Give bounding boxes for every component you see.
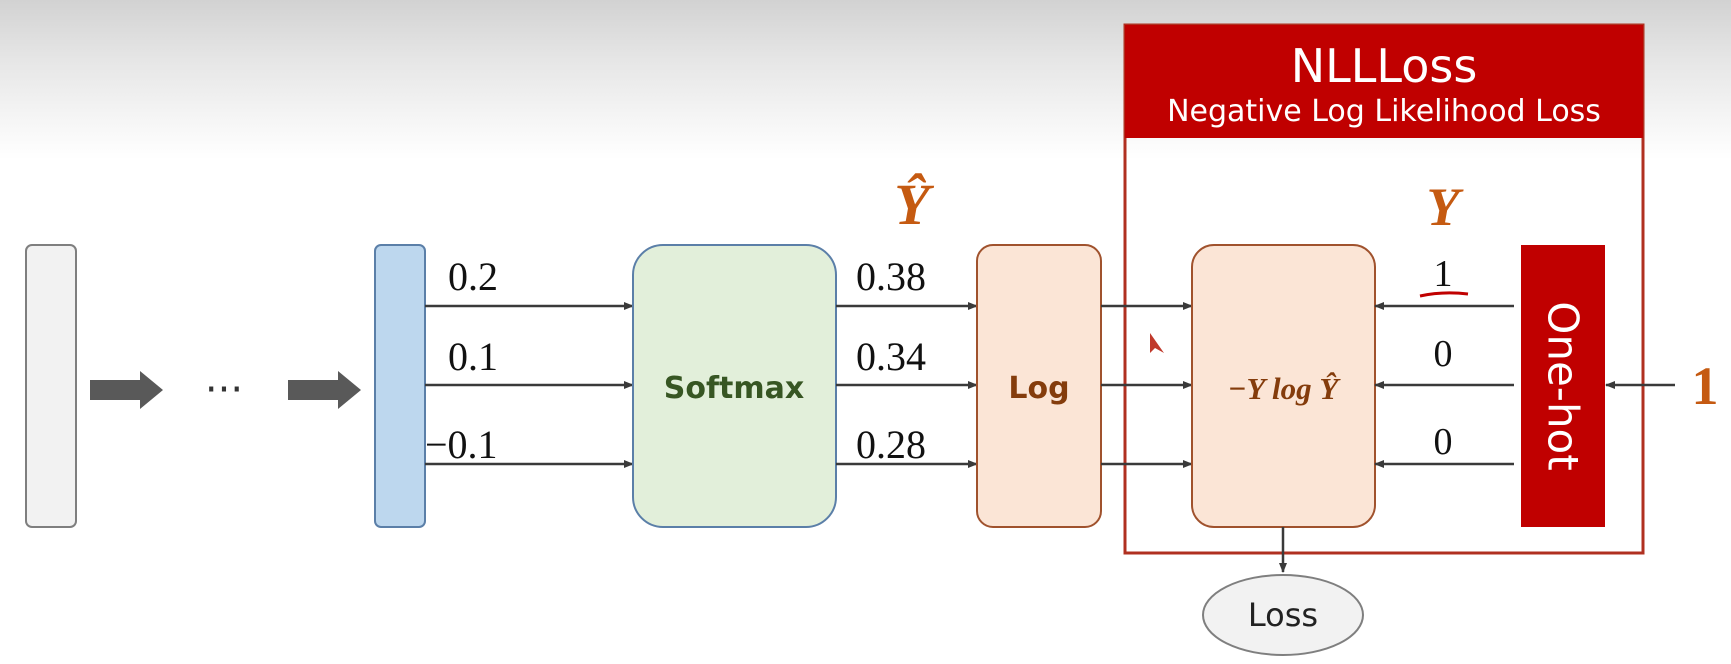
target-underline xyxy=(1419,291,1469,298)
y-hat-label: Ŷ xyxy=(894,172,934,237)
nllloss-header xyxy=(1125,25,1643,138)
class-index-value: 1 xyxy=(1692,356,1719,416)
logit-value: 0.2 xyxy=(448,254,498,299)
output-layer xyxy=(374,244,426,528)
y-label: Y xyxy=(1427,177,1465,237)
logit-value: 0.1 xyxy=(448,334,498,379)
log-label: Log xyxy=(1008,371,1069,406)
target-value: 1 xyxy=(1434,253,1453,295)
input-layer xyxy=(25,244,77,528)
probability-value: 0.38 xyxy=(856,254,926,299)
nllloss-subtitle: Negative Log Likelihood Loss xyxy=(1167,94,1601,129)
onehot-label: One-hot xyxy=(1539,301,1588,470)
loss-node xyxy=(1202,574,1364,656)
mouse-cursor-icon xyxy=(1150,333,1164,353)
formula-label: −Y log Ŷ xyxy=(1228,371,1342,406)
nllloss-title: NLLLoss xyxy=(1291,39,1478,93)
probability-value: 0.28 xyxy=(856,422,926,467)
logit-value: −0.1 xyxy=(425,422,498,467)
softmax-label: Softmax xyxy=(664,371,804,406)
ellipsis: ··· xyxy=(205,367,243,413)
block-arrow-1 xyxy=(90,371,163,409)
target-value: 0 xyxy=(1434,333,1453,375)
target-value: 0 xyxy=(1434,421,1453,463)
block-arrow-2 xyxy=(288,371,361,409)
onehot-block xyxy=(1521,245,1605,527)
loss-label: Loss xyxy=(1248,596,1318,634)
probability-value: 0.34 xyxy=(856,334,926,379)
